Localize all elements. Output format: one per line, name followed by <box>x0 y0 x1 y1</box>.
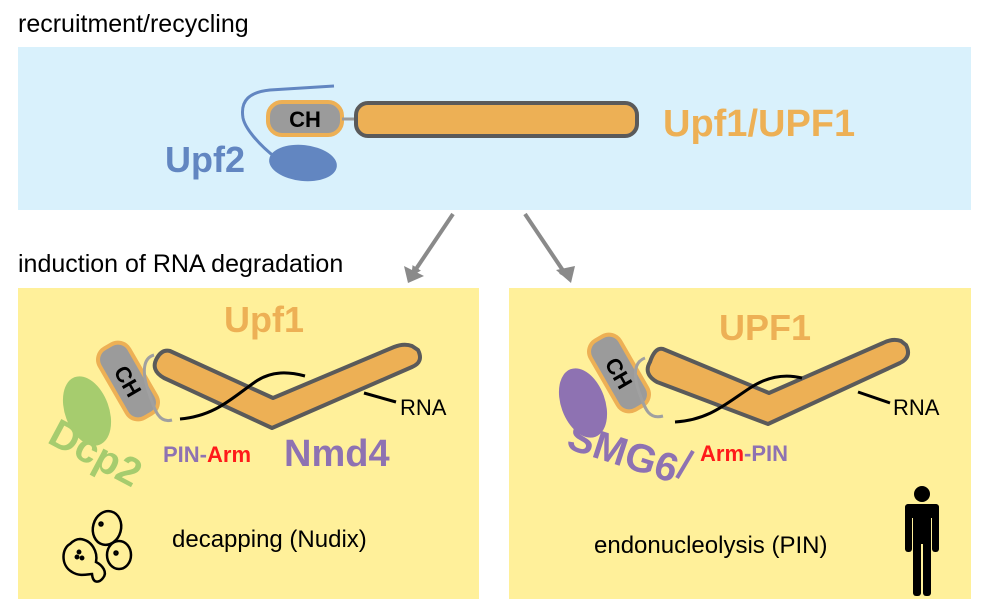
smg6-domain <box>558 368 608 438</box>
arrowhead-left-icon <box>404 266 424 283</box>
rna-strand-right-front <box>674 374 803 424</box>
rna-strand-right-end <box>857 390 891 405</box>
section-heading-degradation: induction of RNA degradation <box>18 250 343 278</box>
decapping-caption: decapping (Nudix) <box>172 526 367 553</box>
pin-label-left: PIN- <box>163 442 207 467</box>
ch-domain-right <box>587 332 651 414</box>
smg6-domain-labels: Arm-PIN <box>700 441 788 466</box>
smg6-linker <box>675 449 695 480</box>
ch-label-top: CH <box>289 107 321 132</box>
pin-label-right: -PIN <box>744 441 788 466</box>
rna-strand-left-end <box>363 391 397 404</box>
ch-domain-left <box>96 340 160 422</box>
upf1-helicase-left <box>152 342 422 430</box>
arm-label-left: Arm <box>207 442 251 467</box>
yeast-cells-icon <box>62 509 133 583</box>
rna-label-right: RNA <box>893 395 940 420</box>
ch-linker-right <box>633 356 664 419</box>
upf1-label-left: Upf1 <box>224 299 304 340</box>
rna-strand-left-front <box>179 371 306 421</box>
upf2-label: Upf2 <box>165 139 245 180</box>
nmd4-label: Nmd4 <box>284 433 390 475</box>
rna-label-left: RNA <box>400 395 447 420</box>
upf2-domain <box>269 144 337 182</box>
upf2-tether <box>240 84 335 160</box>
arm-label-right: Arm <box>700 441 744 466</box>
section-heading-recruitment: recruitment/recycling <box>18 10 249 38</box>
ch-linker-left <box>142 353 173 423</box>
endonucleolysis-caption: endonucleolysis (PIN) <box>594 532 827 559</box>
upf1-label-right: UPF1 <box>719 307 811 348</box>
arrow-to-decapping <box>411 212 455 277</box>
upf1-helicase-right <box>645 337 910 426</box>
upf1-label-top: Upf1/UPF1 <box>663 103 855 145</box>
nmd4-domain-labels: PIN-Arm <box>163 442 251 467</box>
arrowhead-right-icon <box>556 266 575 283</box>
dcp2-domain <box>62 376 112 446</box>
upf1-helicase-top <box>354 101 639 138</box>
human-figure-icon <box>905 486 939 596</box>
arrow-to-endonucleolysis <box>523 212 569 280</box>
